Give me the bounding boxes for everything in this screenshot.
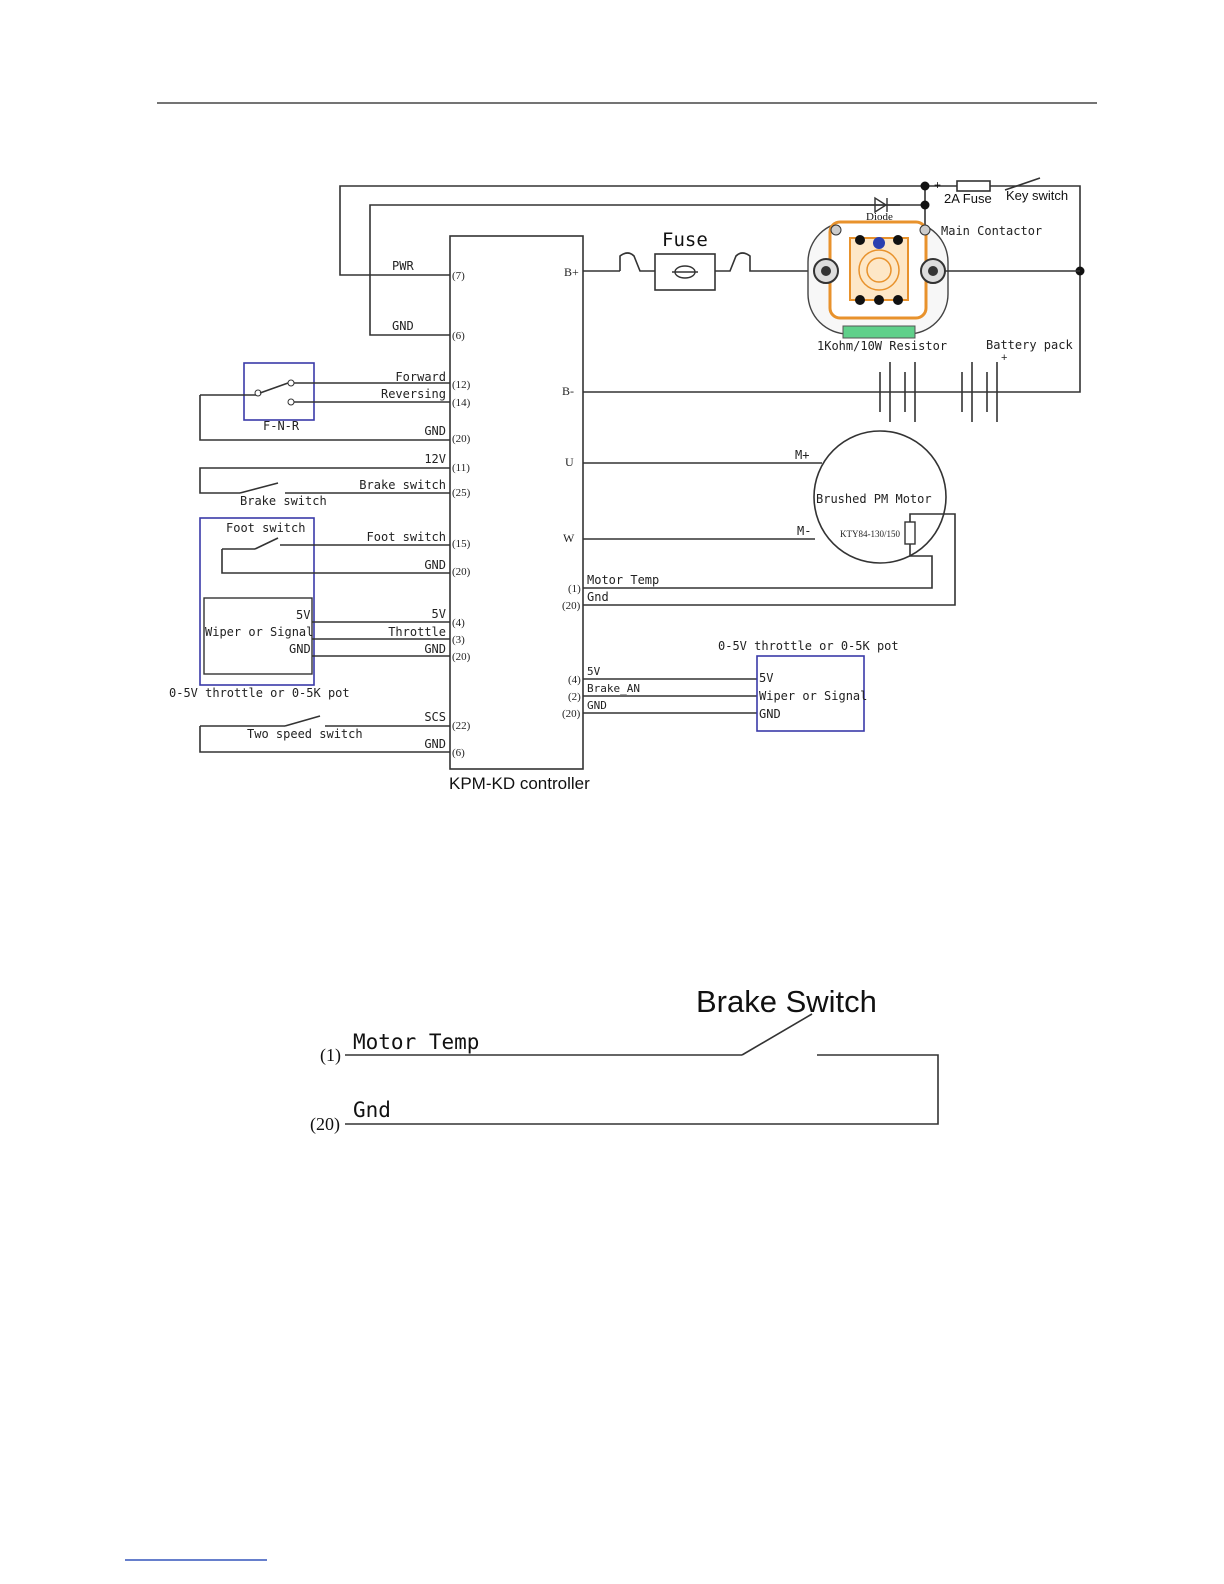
plus-sign: + [934, 178, 941, 192]
sensor-icon [904, 521, 916, 545]
gnd-a-pin: (6) [452, 330, 465, 342]
gnd-e-pin: (6) [452, 747, 465, 759]
two-speed-label: Two speed switch [247, 727, 363, 741]
pot-r-5v: 5V [759, 671, 773, 685]
resistor-icon [842, 325, 916, 339]
motor-temp-pin: (1) [568, 583, 581, 595]
main-contactor-label: Main Contactor [941, 224, 1042, 238]
main-contactor-icon [807, 220, 949, 335]
scs-pin: (22) [452, 720, 471, 732]
m-minus-label: M- [797, 524, 811, 538]
battery-plus: + [1001, 352, 1007, 364]
scs-label: SCS [424, 710, 446, 724]
foot-label: Foot switch [367, 530, 446, 544]
motor-temp-label: Motor Temp [587, 573, 659, 587]
gnd-top-wire [369, 204, 925, 336]
brake-switch-lever [741, 1013, 813, 1056]
brake-switch-diagram: Brake Switch Motor Temp (1) Gnd (20) [310, 984, 939, 1135]
sensor-gnd-wire [583, 513, 956, 606]
pot-caption-right: 0-5V throttle or 0-5K pot [718, 639, 899, 653]
gnd-d-label: GND [424, 642, 446, 656]
pot-r-wiper: Wiper or Signal [759, 689, 867, 703]
v12-pin: (11) [452, 462, 470, 474]
pot-caption-left: 0-5V throttle or 0-5K pot [169, 686, 350, 700]
reversing-pin: (14) [452, 397, 471, 409]
v12-label: 12V [424, 452, 446, 466]
reversing-label: Reversing [381, 387, 446, 401]
pot-gnd: GND [289, 642, 311, 656]
fuse-2a-label: 2A Fuse [944, 191, 992, 206]
brake-an-pin: (2) [568, 691, 581, 703]
fuse-tab-left [619, 252, 655, 272]
left-wiring [199, 362, 450, 753]
forward-pin: (12) [452, 379, 471, 391]
lower-gnd-pin: (20) [310, 1114, 340, 1135]
bminus-terminal: B- [562, 384, 574, 398]
lower-motor-temp-pin: (1) [320, 1045, 341, 1066]
lower-gnd-label: Gnd [353, 1098, 391, 1122]
motor-temp-wire [583, 544, 933, 589]
gnd-a-label: GND [392, 319, 414, 333]
gnd-c-pin: (20) [452, 566, 471, 578]
controller-box [449, 235, 584, 770]
gnd-r-pin: (20) [562, 708, 581, 720]
gnd-r-label: GND [587, 699, 607, 712]
gnd-f-label: Gnd [587, 590, 609, 604]
foot-pin: (15) [452, 538, 471, 550]
gnd-f-pin: (20) [562, 600, 581, 612]
v5-pin: (4) [452, 617, 465, 629]
diode-icon [874, 196, 888, 214]
fnr-label: F-N-R [263, 419, 300, 433]
junction-dot [920, 200, 930, 210]
fuse-label: Fuse [662, 229, 708, 251]
battery-icon [879, 362, 998, 422]
w-terminal: W [563, 531, 575, 545]
gnd-c-label: GND [424, 558, 446, 572]
resistor-label: 1Kohm/10W Resistor [817, 339, 947, 353]
throttle-pin: (3) [452, 634, 465, 646]
brake-pin: (25) [452, 487, 471, 499]
gnd-d-pin: (20) [452, 651, 471, 663]
gnd-e-label: GND [424, 737, 446, 751]
forward-label: Forward [395, 370, 446, 384]
fuse-2a [956, 180, 991, 192]
sensor-label: KTY84-130/150 [840, 529, 900, 539]
brake-label: Brake switch [359, 478, 446, 492]
brake-switch-title: Brake Switch [696, 984, 877, 1019]
controller-title: KPM-KD controller [449, 774, 590, 793]
throttle-label: Throttle [388, 625, 446, 639]
pot-r-gnd: GND [759, 707, 781, 721]
pwr-label: PWR [392, 259, 414, 273]
fuse-tab-right [715, 252, 815, 272]
gnd-b-pin: (20) [452, 433, 471, 445]
pot-box-right [756, 655, 865, 732]
diode-label: Diode [866, 211, 893, 223]
key-switch-label: Key switch [1006, 188, 1068, 203]
battery-label: Battery pack [986, 338, 1073, 352]
v5-r-label: 5V [587, 665, 601, 678]
foot-switch-box-label: Foot switch [226, 521, 305, 535]
u-terminal: U [565, 455, 574, 469]
lower-motor-temp-label: Motor Temp [353, 1030, 479, 1054]
brake-switch-label: Brake switch [240, 494, 327, 508]
key-switch-icon [1004, 177, 1041, 191]
pot-wiper: Wiper or Signal [205, 625, 313, 639]
brake-an-label: Brake_AN [587, 682, 640, 695]
junction-dot [920, 181, 930, 191]
bplus-terminal: B+ [564, 265, 579, 279]
motor-label: Brushed PM Motor [816, 492, 932, 506]
v5-r-pin: (4) [568, 674, 581, 686]
pot-5v: 5V [296, 608, 310, 622]
pwr-pin: (7) [452, 270, 465, 282]
v5-label: 5V [432, 607, 446, 621]
gnd-b-label: GND [424, 424, 446, 438]
m-plus-label: M+ [795, 448, 809, 462]
